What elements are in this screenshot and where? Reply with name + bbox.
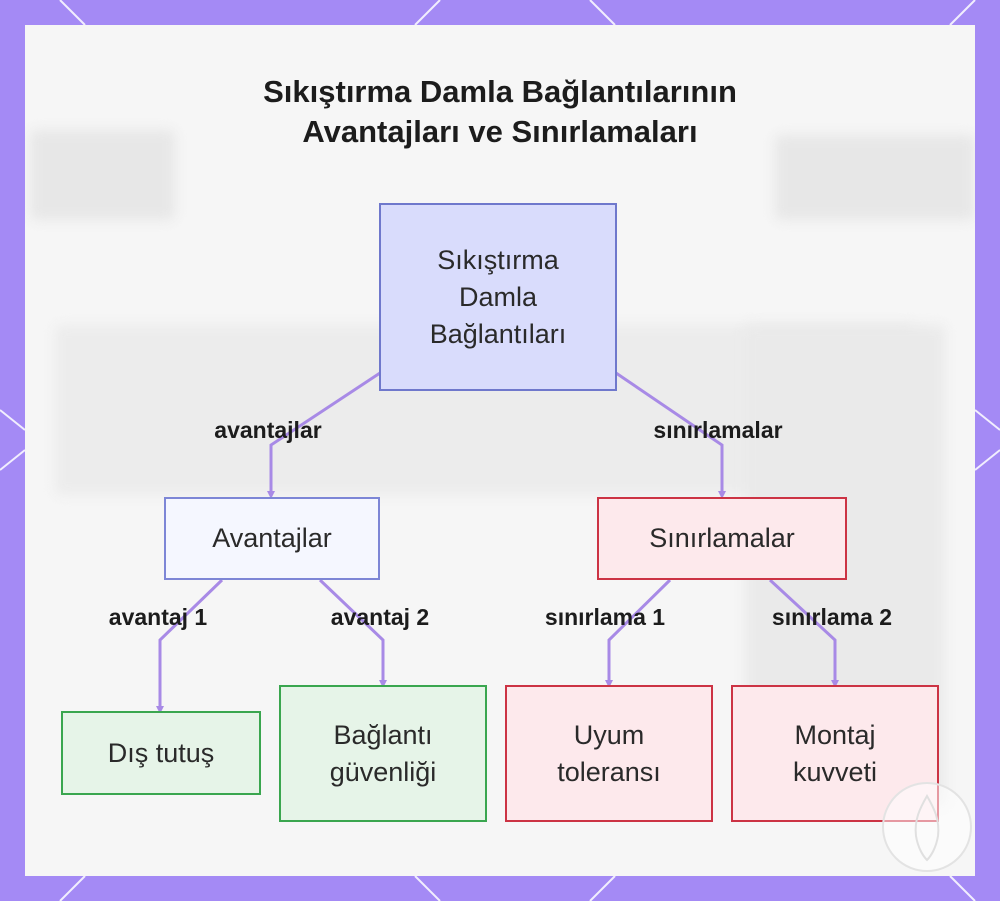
node-limitations: Sınırlamalar: [597, 497, 847, 580]
edge-limitations-fit-tolerance: [605, 578, 672, 688]
edge-advantages-outer-grip: [156, 578, 224, 714]
node-assembly-force-line-1: Montaj: [794, 719, 876, 750]
node-root-line-1: Sıkıştırma: [437, 244, 559, 275]
diagram-title: Sıkıştırma Damla Bağlantılarının Avantaj…: [0, 72, 1000, 152]
background-blur: [30, 130, 175, 220]
watermark-badge-icon: [882, 782, 972, 872]
node-root: Sıkıştırma Damla Bağlantıları: [379, 203, 617, 391]
title-line-2: Avantajları ve Sınırlamaları: [302, 114, 698, 149]
edge-label-advantage-2: avantaj 2: [330, 604, 430, 630]
edge-label-advantage-1: avantaj 1: [108, 604, 208, 630]
edge-root-limitations: [615, 371, 726, 499]
edge-label-advantages: avantajlar: [214, 417, 322, 443]
node-outer-grip-label: Dış tutuş: [107, 737, 215, 768]
node-connection-security: Bağlantı güvenliği: [279, 685, 487, 822]
node-outer-grip: Dış tutuş: [61, 711, 261, 795]
node-connection-security-line-1: Bağlantı: [333, 719, 433, 750]
edge-limitations-assembly-force: [768, 578, 839, 688]
node-assembly-force-line-2: kuvveti: [792, 756, 878, 787]
background-blur: [775, 135, 975, 220]
edge-advantages-connection-security: [318, 578, 387, 688]
node-advantages: Avantajlar: [164, 497, 380, 580]
edge-label-limitation-2: sınırlama 2: [771, 604, 893, 630]
edge-root-advantages: [267, 371, 381, 499]
node-advantages-label: Avantajlar: [212, 523, 332, 553]
edge-label-limitation-1: sınırlama 1: [544, 604, 666, 630]
node-connection-security-line-2: güvenliği: [329, 756, 437, 787]
node-root-line-2: Damla: [458, 281, 538, 312]
edge-label-limitations: sınırlamalar: [653, 417, 783, 443]
node-fit-tolerance-line-1: Uyum: [573, 719, 645, 750]
node-fit-tolerance: Uyum toleransı: [505, 685, 713, 822]
node-fit-tolerance-line-2: toleransı: [557, 756, 661, 787]
title-line-1: Sıkıştırma Damla Bağlantılarının: [263, 74, 737, 109]
node-limitations-label: Sınırlamalar: [649, 523, 795, 553]
node-root-line-3: Bağlantıları: [429, 318, 567, 349]
